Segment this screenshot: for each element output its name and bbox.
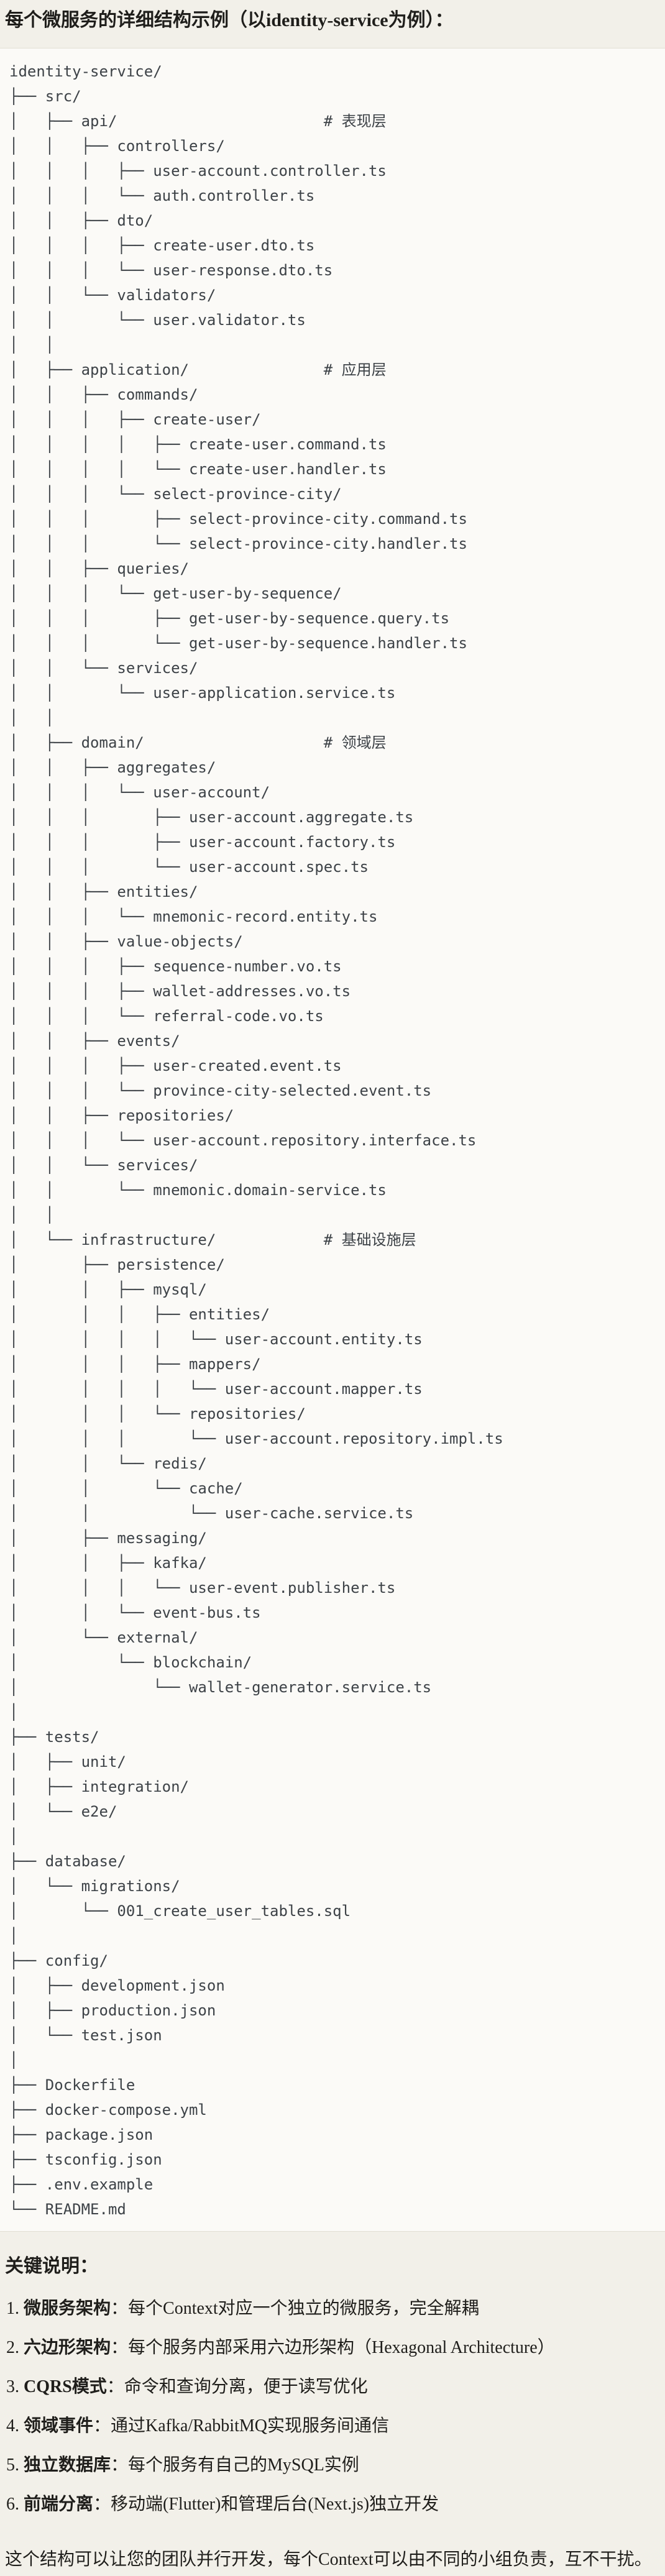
item-term: 微服务架构 [24,2299,111,2318]
list-item: 3. CQRS模式：命令和查询分离，便于读写优化 [6,2375,660,2400]
item-desc: ：每个Context对应一个独立的微服务，完全解耦 [111,2299,479,2318]
item-term: 领域事件 [24,2416,94,2436]
item-number: 5. [6,2455,19,2475]
directory-tree: identity-service/ ├── src/ │ ├── api/ # … [9,63,503,2218]
item-number: 1. [6,2299,19,2318]
item-desc: ：命令和查询分离，便于读写优化 [106,2377,368,2396]
notes-list: 1. 微服务架构：每个Context对应一个独立的微服务，完全解耦 2. 六边形架构… [0,2279,665,2517]
item-term: 前端分离 [24,2495,94,2514]
item-term: CQRS模式 [24,2377,107,2396]
closing-paragraph: 这个结构可以让您的团队并行开发，每个Context可以由不同的小组负责，互不干扰… [5,2550,652,2569]
item-number: 2. [6,2338,19,2357]
item-number: 4. [6,2416,19,2436]
list-item: 4.领域事件：通过Kafka/RabbitMQ实现服务间通信 [6,2414,660,2439]
item-desc: ：移动端(Flutter)和管理后台(Next.js)独立开发 [93,2495,439,2514]
list-item: 2. 六边形架构：每个服务内部采用六边形架构（Hexagonal Architec… [6,2335,660,2360]
item-term: 独立数据库 [24,2455,111,2475]
list-item: 5.独立数据库：每个服务有自己的MySQL实例 [6,2453,660,2478]
list-item: 6. 前端分离：移动端(Flutter)和管理后台(Next.js)独立开发 [6,2492,660,2517]
item-desc: ：每个服务内部采用六边形架构（Hexagonal Architecture） [111,2338,555,2357]
item-number: 3. [6,2377,19,2396]
item-number: 6. [6,2495,19,2514]
item-desc: ：通过Kafka/RabbitMQ实现服务间通信 [93,2416,389,2436]
item-desc: ：每个服务有自己的MySQL实例 [111,2455,359,2475]
list-item: 1. 微服务架构：每个Context对应一个独立的微服务，完全解耦 [6,2296,660,2321]
code-block: identity-service/ ├── src/ │ ├── api/ # … [0,48,665,2232]
item-term: 六边形架构 [24,2338,111,2357]
page-title: 每个微服务的详细结构示例（以identity-service为例）： [5,10,454,30]
notes-title: 关键说明： [5,2256,98,2276]
